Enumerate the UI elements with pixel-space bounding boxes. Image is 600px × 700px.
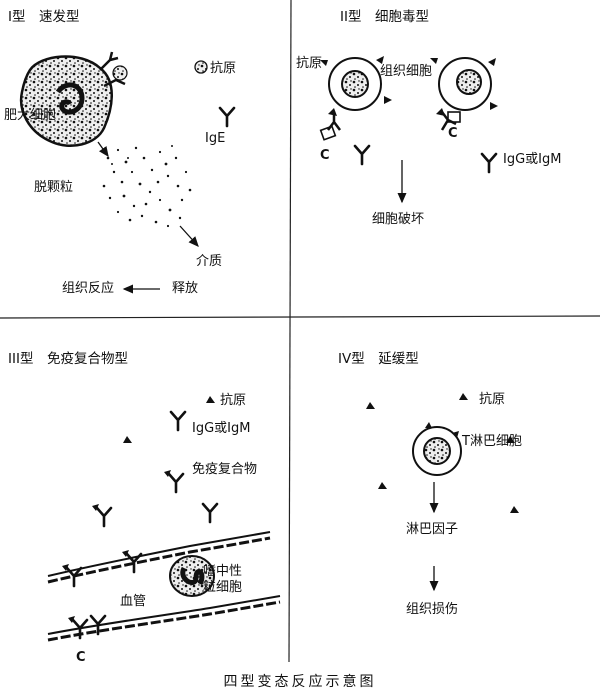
degranulation-granules bbox=[102, 145, 192, 228]
t-lymphocyte-label: T淋巴细胞 bbox=[462, 434, 522, 449]
antigen-label-type1: 抗原 bbox=[210, 61, 237, 76]
release-label: 释放 bbox=[172, 281, 199, 296]
tissue-cell-left bbox=[319, 56, 392, 141]
figure-caption: 四型变态反应示意图 bbox=[223, 674, 377, 690]
vessel-label: 血管 bbox=[120, 594, 147, 609]
ige-antibody-icon bbox=[218, 106, 236, 128]
blood-vessel-upper bbox=[47, 531, 271, 588]
panel1-arrows bbox=[97, 141, 199, 294]
lymphokine-label: 淋巴因子 bbox=[406, 522, 459, 537]
neutrophil-label: 嗜中性 粒细胞 bbox=[203, 564, 243, 595]
antigen-label-type2: 抗原 bbox=[296, 56, 323, 71]
t-lymphocyte-illustration bbox=[412, 422, 462, 476]
mast-cell-label: 肥大细胞 bbox=[4, 108, 57, 123]
panel4-title: IV型 延缓型 bbox=[338, 351, 419, 367]
blood-vessel-lower bbox=[47, 595, 281, 642]
complement-label-type3: C bbox=[76, 650, 86, 665]
panel2-title: II型 细胞毒型 bbox=[340, 9, 429, 25]
ige-label: IgE bbox=[205, 131, 226, 146]
degranulation-label: 脱颗粒 bbox=[34, 180, 74, 195]
tissue-cell-right bbox=[430, 57, 498, 131]
antibody-label-type2: IgG或IgM bbox=[503, 152, 562, 167]
mediator-label: 介质 bbox=[196, 254, 223, 269]
antigen-icon-type1 bbox=[194, 60, 208, 74]
complement-label-right: C bbox=[448, 126, 458, 141]
tissue-damage-label: 组织损伤 bbox=[406, 602, 459, 617]
antigen-label-type3: 抗原 bbox=[220, 393, 247, 408]
tissue-reaction-label: 组织反应 bbox=[62, 281, 115, 296]
cell-destruction-label: 细胞破坏 bbox=[372, 212, 425, 227]
mast-cell-illustration bbox=[19, 51, 128, 147]
antibody-label-type3: IgG或IgM bbox=[192, 421, 251, 436]
antibody-icons-type2 bbox=[353, 144, 498, 174]
panel3-title: III型 免疫复合物型 bbox=[8, 351, 128, 367]
immune-complex-icons bbox=[90, 468, 185, 528]
complement-label-left: C bbox=[320, 148, 330, 163]
neutrophil-illustration bbox=[169, 555, 215, 597]
antigen-label-type4: 抗原 bbox=[479, 392, 506, 407]
quadrant-dividers bbox=[0, 0, 600, 663]
immune-complex-label: 免疫复合物 bbox=[192, 462, 258, 477]
tissue-cell-label: 组织细胞 bbox=[380, 64, 433, 79]
panel1-title: I型 速发型 bbox=[8, 9, 80, 25]
